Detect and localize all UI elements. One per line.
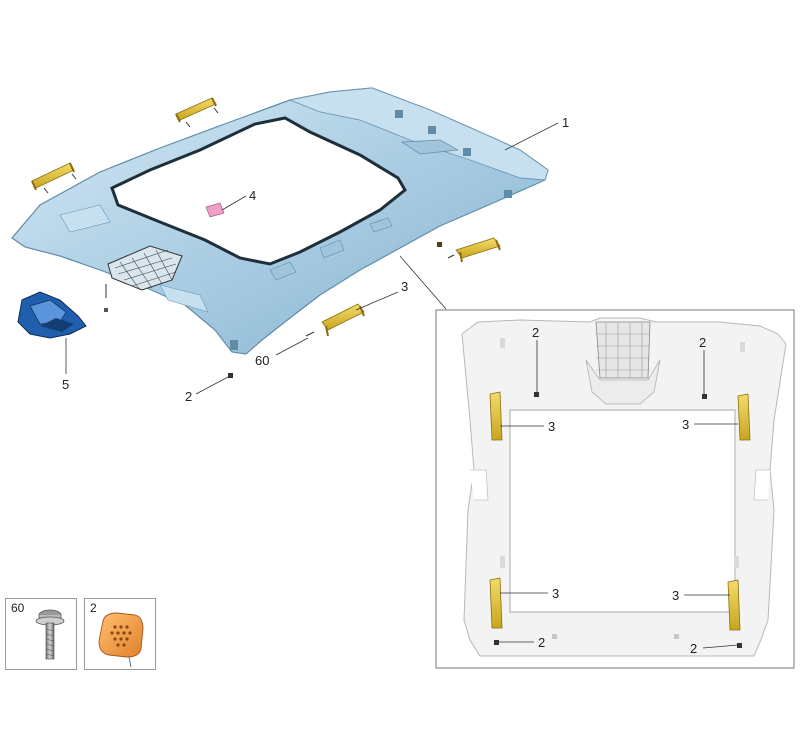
callout-1: 1 — [562, 115, 569, 130]
grab-handle-rear-right — [437, 237, 501, 263]
inset-callout-3-top-left: 3 — [548, 419, 555, 434]
loose-clip-front — [228, 373, 233, 378]
inset-handle-top-left — [489, 391, 503, 441]
thumbnail-clip: 2 — [84, 598, 156, 670]
grab-handle-rear-left — [175, 97, 219, 128]
inset-callout-2-bottom-right: 2 — [690, 641, 697, 656]
thumbnail-clip-number: 2 — [90, 601, 97, 615]
inset-sunroof-opening — [509, 409, 736, 613]
pad-patch — [205, 202, 225, 218]
headliner — [11, 87, 549, 355]
inset-callout-3-bottom-left: 3 — [552, 586, 559, 601]
thumbnail-bolt: 60 — [5, 598, 77, 670]
grab-handle-front-right — [305, 303, 365, 337]
callout-4: 4 — [249, 188, 256, 203]
overhead-bracket — [17, 291, 87, 339]
inset-callout-2-bottom-left: 2 — [538, 635, 545, 650]
inset-handle-bottom-left — [489, 577, 503, 629]
overhead-console-mount — [107, 245, 183, 291]
sunroof-opening — [110, 116, 407, 266]
inset-callout-2-top-left: 2 — [532, 325, 539, 340]
inset-console-grid — [585, 321, 661, 405]
thumbnail-bolt-number: 60 — [11, 601, 25, 615]
inset-handle-top-right — [737, 393, 751, 441]
callout-2: 2 — [185, 389, 192, 404]
bolt-icon — [35, 609, 65, 660]
clip-pad-icon — [98, 612, 144, 668]
inset-callout-3-top-right: 3 — [682, 417, 689, 432]
loose-clip-console — [104, 308, 108, 312]
callout-3: 3 — [401, 279, 408, 294]
callout-60: 60 — [255, 353, 269, 368]
grab-handle-front-left — [31, 162, 77, 194]
inset-detail-view: 2 2 3 3 3 3 2 2 — [435, 309, 795, 669]
inset-callout-2-top-right: 2 — [699, 335, 706, 350]
inset-handle-bottom-right — [727, 579, 741, 631]
callout-5: 5 — [62, 377, 69, 392]
inset-callout-3-bottom-right: 3 — [672, 588, 679, 603]
